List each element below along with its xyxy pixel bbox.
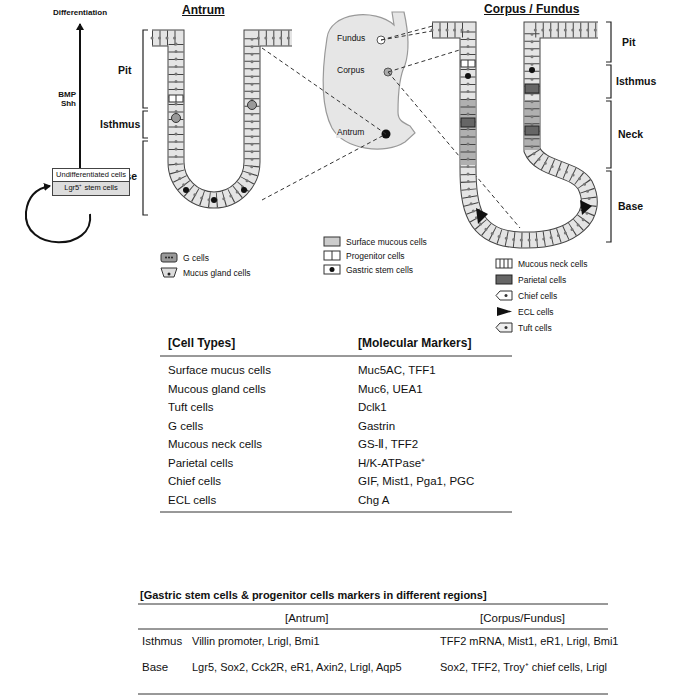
label-text: ECL cells [168, 494, 216, 507]
legend-item: Surface mucous cells [323, 236, 427, 247]
box-text: Lgr5⁺ stem cells [56, 184, 126, 192]
cell-box: Lgr5⁺ stem cells [52, 181, 130, 195]
legend-sample [495, 290, 513, 301]
legend-text: G cells [183, 253, 209, 263]
region-brackets [143, 22, 611, 242]
label-text: Sox2, TFF2, Troy⁺ chief cells, Lrigl [440, 661, 607, 674]
label-text: [Antrum] [285, 612, 328, 625]
label-text: TFF2 mRNA, Mist1, eR1, Lrigl, Bmi1 [440, 635, 618, 648]
label-text: Isthmus [616, 75, 656, 87]
box-text: Undifferentiated cells [56, 171, 126, 179]
legend-text: Surface mucous cells [346, 237, 427, 247]
label-text: Muc6, UEA1 [358, 383, 423, 396]
legend-item: Progenitor cells [323, 250, 405, 261]
label-text: Dclk1 [358, 401, 387, 414]
label-text: Parietal cells [168, 457, 233, 470]
label-text: Antrum [336, 128, 365, 138]
legend-sample [495, 274, 513, 285]
label-text: Isthmus [100, 118, 140, 130]
legend-sample [323, 264, 341, 275]
label-text: Corpus / Fundus [484, 3, 579, 17]
cell-box: Undifferentiated cells [52, 168, 130, 182]
legend-item: Tuft cells [495, 322, 552, 333]
label-text: Base [618, 200, 643, 212]
zoom-lines [262, 24, 520, 228]
legend-text: Chief cells [518, 291, 557, 301]
legend-item: G cells [160, 252, 209, 263]
legend-item: Mucous neck cells [495, 258, 587, 269]
label-text: Neck [618, 128, 643, 140]
label-text: Villin promoter, Lrigl, Bmi1 [192, 635, 320, 648]
legend-sample [495, 322, 513, 333]
legend-sample [323, 236, 341, 247]
legend-text: Parietal cells [518, 275, 566, 285]
legend-item: ECL cells [495, 306, 554, 317]
label-text: Corpus [336, 66, 365, 76]
label-text: GS-Ⅱ, TFF2 [358, 438, 418, 451]
label-text: [Cell Types] [168, 337, 235, 351]
label-text: Isthmus [142, 635, 182, 648]
legend-text: Gastric stem cells [346, 265, 413, 275]
legend-sample [160, 252, 178, 263]
legend-sample [160, 267, 178, 278]
antrum-gland [152, 38, 292, 203]
stomach [323, 12, 415, 149]
label-text: Lgr5, Sox2, Cck2R, eR1, Axin2, Lrigl, Aq… [192, 661, 432, 674]
label-text: Differentiation [40, 8, 120, 17]
label-text: Fundus [336, 34, 366, 44]
legend-sample [495, 258, 513, 269]
label-text: Chg A [358, 494, 389, 507]
label-text: H/K-ATPase⁺ [358, 457, 425, 470]
legend-text: Tuft cells [518, 323, 552, 333]
label-text: Antrum [182, 4, 225, 18]
label-text: G cells [168, 420, 203, 433]
label-text: Tuft cells [168, 401, 214, 414]
label-text: [Molecular Markers] [358, 337, 471, 351]
label-text: Muc5AC, TFF1 [358, 364, 436, 377]
legend-sample [495, 306, 513, 317]
self-renewal-arrows [26, 24, 90, 242]
legend-sample [323, 250, 341, 261]
label-text: BMP Shh [50, 90, 76, 108]
legend-text: ECL cells [518, 307, 554, 317]
label-text: [Gastric stem cells & progenitor cells m… [140, 589, 487, 602]
legend-item: Parietal cells [495, 274, 566, 285]
legend-text: Mucus gland cells [183, 268, 251, 278]
label-text: [Corpus/Fundus] [480, 612, 565, 625]
corpus-gland [432, 30, 598, 240]
label-text: Chief cells [168, 475, 221, 488]
label-text: Pit [118, 64, 131, 76]
label-text: Surface mucus cells [168, 364, 271, 377]
label-text: Gastrin [358, 420, 395, 433]
legend-text: Progenitor cells [346, 251, 405, 261]
legend-item: Mucus gland cells [160, 267, 251, 278]
label-text: Pit [622, 36, 635, 48]
label-text: Mucous gland cells [168, 383, 266, 396]
label-text: GIF, Mist1, Pga1, PGC [358, 475, 474, 488]
legend-text: Mucous neck cells [518, 259, 587, 269]
label-text: Base [142, 661, 168, 674]
label-text: Mucous neck cells [168, 438, 262, 451]
legend-item: Gastric stem cells [323, 264, 413, 275]
legend-item: Chief cells [495, 290, 557, 301]
